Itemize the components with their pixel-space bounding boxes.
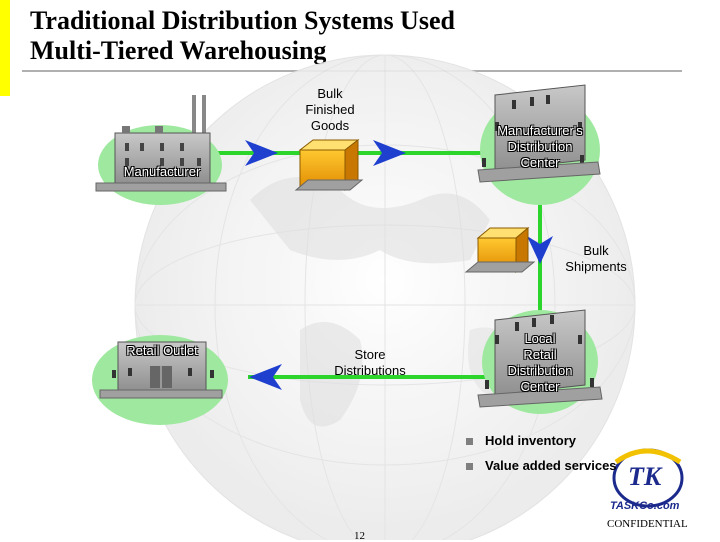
flow-arrows [245,140,553,390]
flow-label-line: Finished [305,102,355,117]
page-number: 12 [354,530,365,542]
local-dc-label: Local Retail Distribution Center [480,331,600,395]
mfr-dc-label-line: Manufacturer's [497,123,583,138]
local-dc-label-line: Local [524,331,556,346]
confidential-label: CONFIDENTIAL [607,518,688,530]
bulk-shipments-box-icon [464,226,536,274]
logo-mark: TK [628,462,662,491]
arrow-down-icon [527,236,553,264]
slide-title-line-1: Traditional Distribution Systems Used [30,6,455,35]
title-accent-bar [0,0,10,96]
mfr-dc-building-icon [477,84,601,183]
slide-title-line-2: Multi-Tiered Warehousing [30,36,327,65]
bullet-text: Value added services [485,458,617,473]
local-dc-label-line: Center [520,379,560,394]
manufacturer-label: Manufacturer [123,164,201,179]
flow-label-line: Store [354,347,386,362]
flow-label-line: Bulk [317,86,343,101]
flow-label-line: Bulk [583,243,609,258]
local-dc-label-line: Retail [523,347,557,362]
bullet-item: Hold inventory [466,433,576,448]
arrow-to-mfr-dc-icon [373,140,406,166]
bullet-item: Value added services [466,458,617,473]
mfr-dc-label-line: Distribution [507,139,573,154]
bulk-finished-goods-label: Bulk Finished Goods [290,86,370,134]
mfr-dc-label-line: Center [520,155,560,170]
logo-name: TASKCo.com [610,500,680,512]
flow-label-line: Shipments [565,259,627,274]
local-dc-label-line: Distribution [507,363,573,378]
flow-label-line: Distributions [334,363,406,378]
flow-label-line: Goods [310,118,350,133]
arrow-to-bulk-goods-icon [245,140,278,166]
bulk-goods-box-icon [294,138,364,192]
arrow-to-retail-icon [249,364,282,390]
bulk-shipments-label: Bulk Shipments [556,243,636,275]
store-distributions-label: Store Distributions [320,347,420,379]
bullet-square-icon [466,438,473,446]
factory-icon [95,95,227,192]
retail-store-icon [99,341,223,399]
bullet-text: Hold inventory [485,433,577,448]
retail-outlet-label: Retail Outlet [126,343,198,358]
mfr-dc-label: Manufacturer's Distribution Center [480,123,600,171]
bullet-square-icon [466,463,473,471]
local-dc-building-icon [477,309,603,408]
taskco-logo-icon [612,448,684,508]
